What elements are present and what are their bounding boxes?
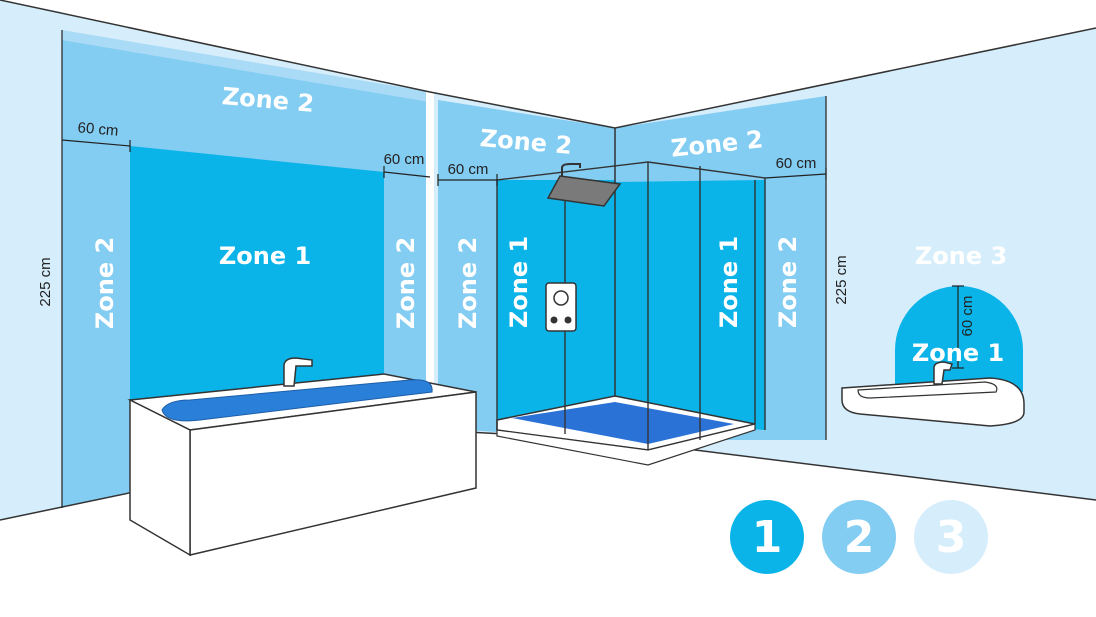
dim-bath-60-line [383, 171, 431, 178]
shower [496, 161, 766, 466]
shower-control-panel-icon [545, 282, 577, 332]
label-right-zone1: Zone 1 [715, 236, 743, 328]
dim-right-60-line [764, 173, 827, 179]
legend-zone-1-label: 1 [751, 511, 783, 563]
left-wall-top-edge [0, 0, 1096, 129]
sink-zone1-dome [895, 286, 1023, 392]
label-bath-right-zone2: Zone 2 [392, 237, 420, 329]
dim-sink-60-text: 60 cm [959, 296, 976, 337]
dim-right-225-text: 225 cm [833, 255, 850, 304]
sink [841, 361, 1025, 427]
shower-tray-basin [512, 402, 734, 444]
legend-zone-2-label: 2 [843, 511, 875, 563]
left-wall-edge-strip [0, 0, 62, 520]
dim-bath-60-text: 60 cm [384, 151, 425, 168]
dim-right-60-text: 60 cm [776, 155, 817, 172]
sink-bowl [857, 381, 998, 399]
label-back-zone1: Zone 1 [505, 236, 533, 328]
dim-left-60-line [61, 139, 131, 147]
dim-left-225-text: 225 cm [37, 257, 54, 306]
label-back-left-zone2: Zone 2 [454, 237, 482, 329]
label-left-side-zone2: Zone 2 [91, 237, 119, 329]
dimension-labels: 60 cm 60 cm 60 cm 60 cm 225 cm 225 cm 60… [37, 119, 976, 336]
bathtub-water [161, 379, 433, 422]
bathtub-faucet-icon [283, 357, 313, 387]
right-wall-zones [615, 96, 1023, 440]
sink-faucet-icon [933, 361, 953, 385]
zone-labels: Zone 2 Zone 1 Zone 2 Zone 2 Zone 2 Zone … [91, 82, 1007, 367]
legend-zone-1: 1 [730, 500, 804, 574]
label-right-side-zone2: Zone 2 [774, 236, 802, 328]
label-left-zone1: Zone 1 [219, 242, 311, 270]
right-zone1-region [615, 180, 765, 430]
dim-left-60-text: 60 cm [77, 119, 119, 139]
shower-glass-frame [496, 161, 766, 450]
legend-zone-2: 2 [822, 500, 896, 574]
label-sink-zone1: Zone 1 [912, 339, 1004, 367]
dim-shower-60-text: 60 cm [448, 161, 489, 178]
legend-zone-3: 3 [914, 500, 988, 574]
left-zone1-region [130, 146, 384, 400]
legend-zone-3-label: 3 [935, 511, 967, 563]
label-zone3: Zone 3 [915, 242, 1007, 270]
shower-head-icon [546, 163, 622, 207]
bathtub-side [129, 398, 191, 557]
bathtub [127, 357, 477, 557]
left-zone2-top-band [62, 30, 430, 102]
dimension-lines [61, 30, 964, 508]
